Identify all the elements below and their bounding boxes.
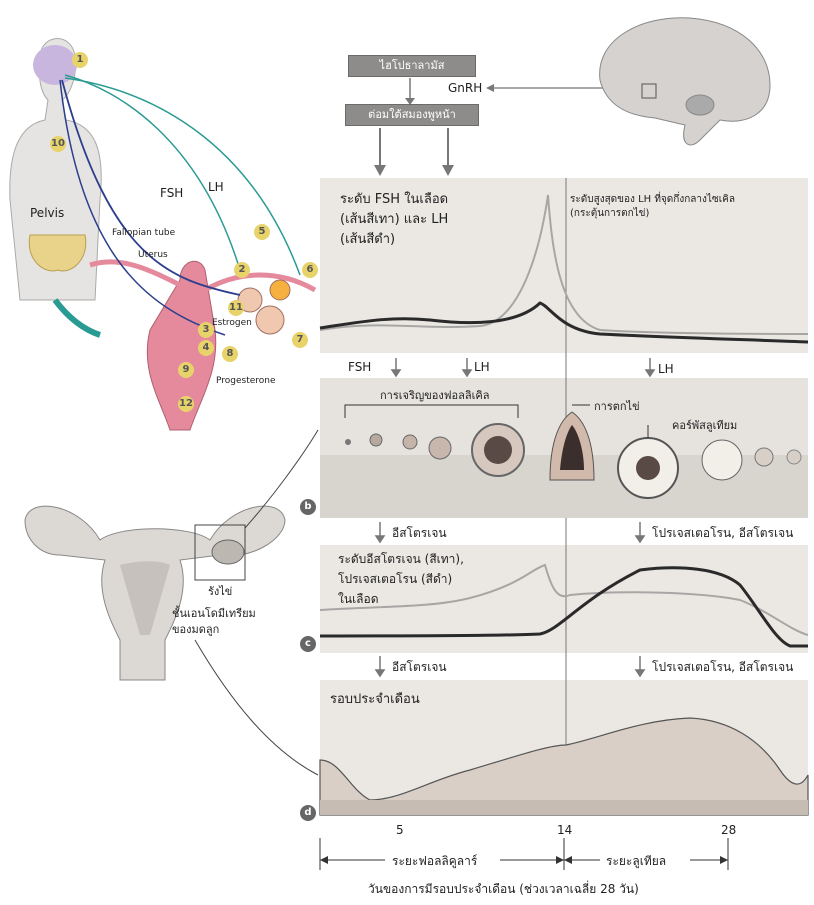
corpus-luteum-label: คอร์พัสลูเทียม [672, 416, 737, 434]
basal-layer [320, 800, 808, 815]
panel-a-title-1: ระดับ FSH ในเลือด [340, 188, 448, 209]
progesterone-body-label: Progesterone [216, 376, 276, 386]
tick-day-28: 28 [721, 823, 736, 837]
follicle-3 [403, 435, 417, 449]
step-badge-11: 11 [228, 300, 244, 316]
panel-c-title-3: ในเลือด [338, 590, 379, 609]
lh-body-label: LH [208, 180, 224, 194]
panel-d-badge: d [300, 805, 316, 821]
endometrium-label-2: ของมดลูก [172, 620, 219, 638]
step-badge-2: 2 [234, 262, 250, 278]
estrogen-body-label: Estrogen [212, 318, 252, 328]
uterus-label: Uterus [138, 250, 168, 260]
step-badge-5: 5 [254, 224, 270, 240]
hypothalamus-box: ไฮโปธาลามัส [348, 55, 476, 77]
panel-c-title-1: ระดับอีสโตรเจน (สีเทา), [338, 550, 464, 569]
step-badge-6: 6 [302, 262, 318, 278]
follicle-4 [429, 437, 451, 459]
fsh-arrow-label: FSH [348, 360, 371, 374]
step-badge-9: 9 [178, 362, 194, 378]
timeline-caption: วันของการมีรอบประจำเดือน (ช่วงเวลาเฉลี่ย… [368, 880, 639, 899]
tick-day-5: 5 [396, 823, 404, 837]
panel-a-title-3: (เส้นสีดำ) [340, 228, 395, 249]
pituitary-box: ต่อมใต้สมองพูหน้า [345, 104, 479, 126]
lh-arrow-label-right: LH [658, 362, 674, 376]
luteal-phase-label: ระยะลูเทียล [606, 852, 666, 871]
ovary-label: รังไข่ [208, 582, 232, 600]
follicle-1 [345, 439, 351, 445]
follicle-growth-label: การเจริญของฟอลลิเคิล [380, 386, 489, 404]
corpus-luteum-regressing [702, 440, 742, 480]
prog-estrogen-arrow-label-c: โปรเจสเตอโรน, อีสโตรเจน [652, 658, 793, 677]
step-badge-3: 3 [198, 322, 214, 338]
uterus-illustration [25, 430, 318, 775]
estrogen-arrow-label-b: อีสโตรเจน [392, 524, 447, 543]
tick-day-14: 14 [557, 823, 572, 837]
follicle-2 [370, 434, 382, 446]
pelvis-label: Pelvis [30, 206, 64, 220]
panel-b-badge: b [300, 499, 316, 515]
follicle-mature-core [484, 436, 512, 464]
lh-arrow-label-left: LH [474, 360, 490, 374]
corpus-luteum-core [636, 456, 660, 480]
follicular-phase-label: ระยะฟอลลิคูลาร์ [392, 852, 477, 871]
step-badge-4: 4 [198, 340, 214, 356]
lh-peak-note-2: (กระตุ้นการตกไข่) [570, 206, 649, 221]
panel-c-badge: c [300, 636, 316, 652]
panel-c-title-2: โปรเจสเตอโรน (สีดำ) [338, 570, 452, 589]
step-badge-12: 12 [178, 396, 194, 412]
panel-a-title-2: (เส้นสีเทา) และ LH [340, 208, 448, 229]
brain-illustration [600, 18, 770, 145]
timeline-graphics [320, 838, 728, 870]
fallopian-tube-label: Fallopian tube [112, 228, 175, 238]
corpus-albicans [755, 448, 773, 466]
fsh-body-label: FSH [160, 186, 183, 200]
step-badge-10: 10 [50, 136, 66, 152]
step-badge-1: 1 [72, 52, 88, 68]
panel-d-title: รอบประจำเดือน [330, 688, 420, 709]
lh-peak-note-1: ระดับสูงสุดของ LH ที่จุดกึ่งกลางไซเคิล [570, 192, 735, 207]
step-badge-8: 8 [222, 346, 238, 362]
gnrh-label: GnRH [448, 81, 482, 95]
prog-estrogen-arrow-label-b: โปรเจสเตอโรน, อีสโตรเจน [652, 524, 793, 543]
step-badge-7: 7 [292, 332, 308, 348]
ovulation-label: การตกไข่ [594, 397, 640, 415]
corpus-albicans-2 [787, 450, 801, 464]
estrogen-arrow-label-c: อีสโตรเจน [392, 658, 447, 677]
